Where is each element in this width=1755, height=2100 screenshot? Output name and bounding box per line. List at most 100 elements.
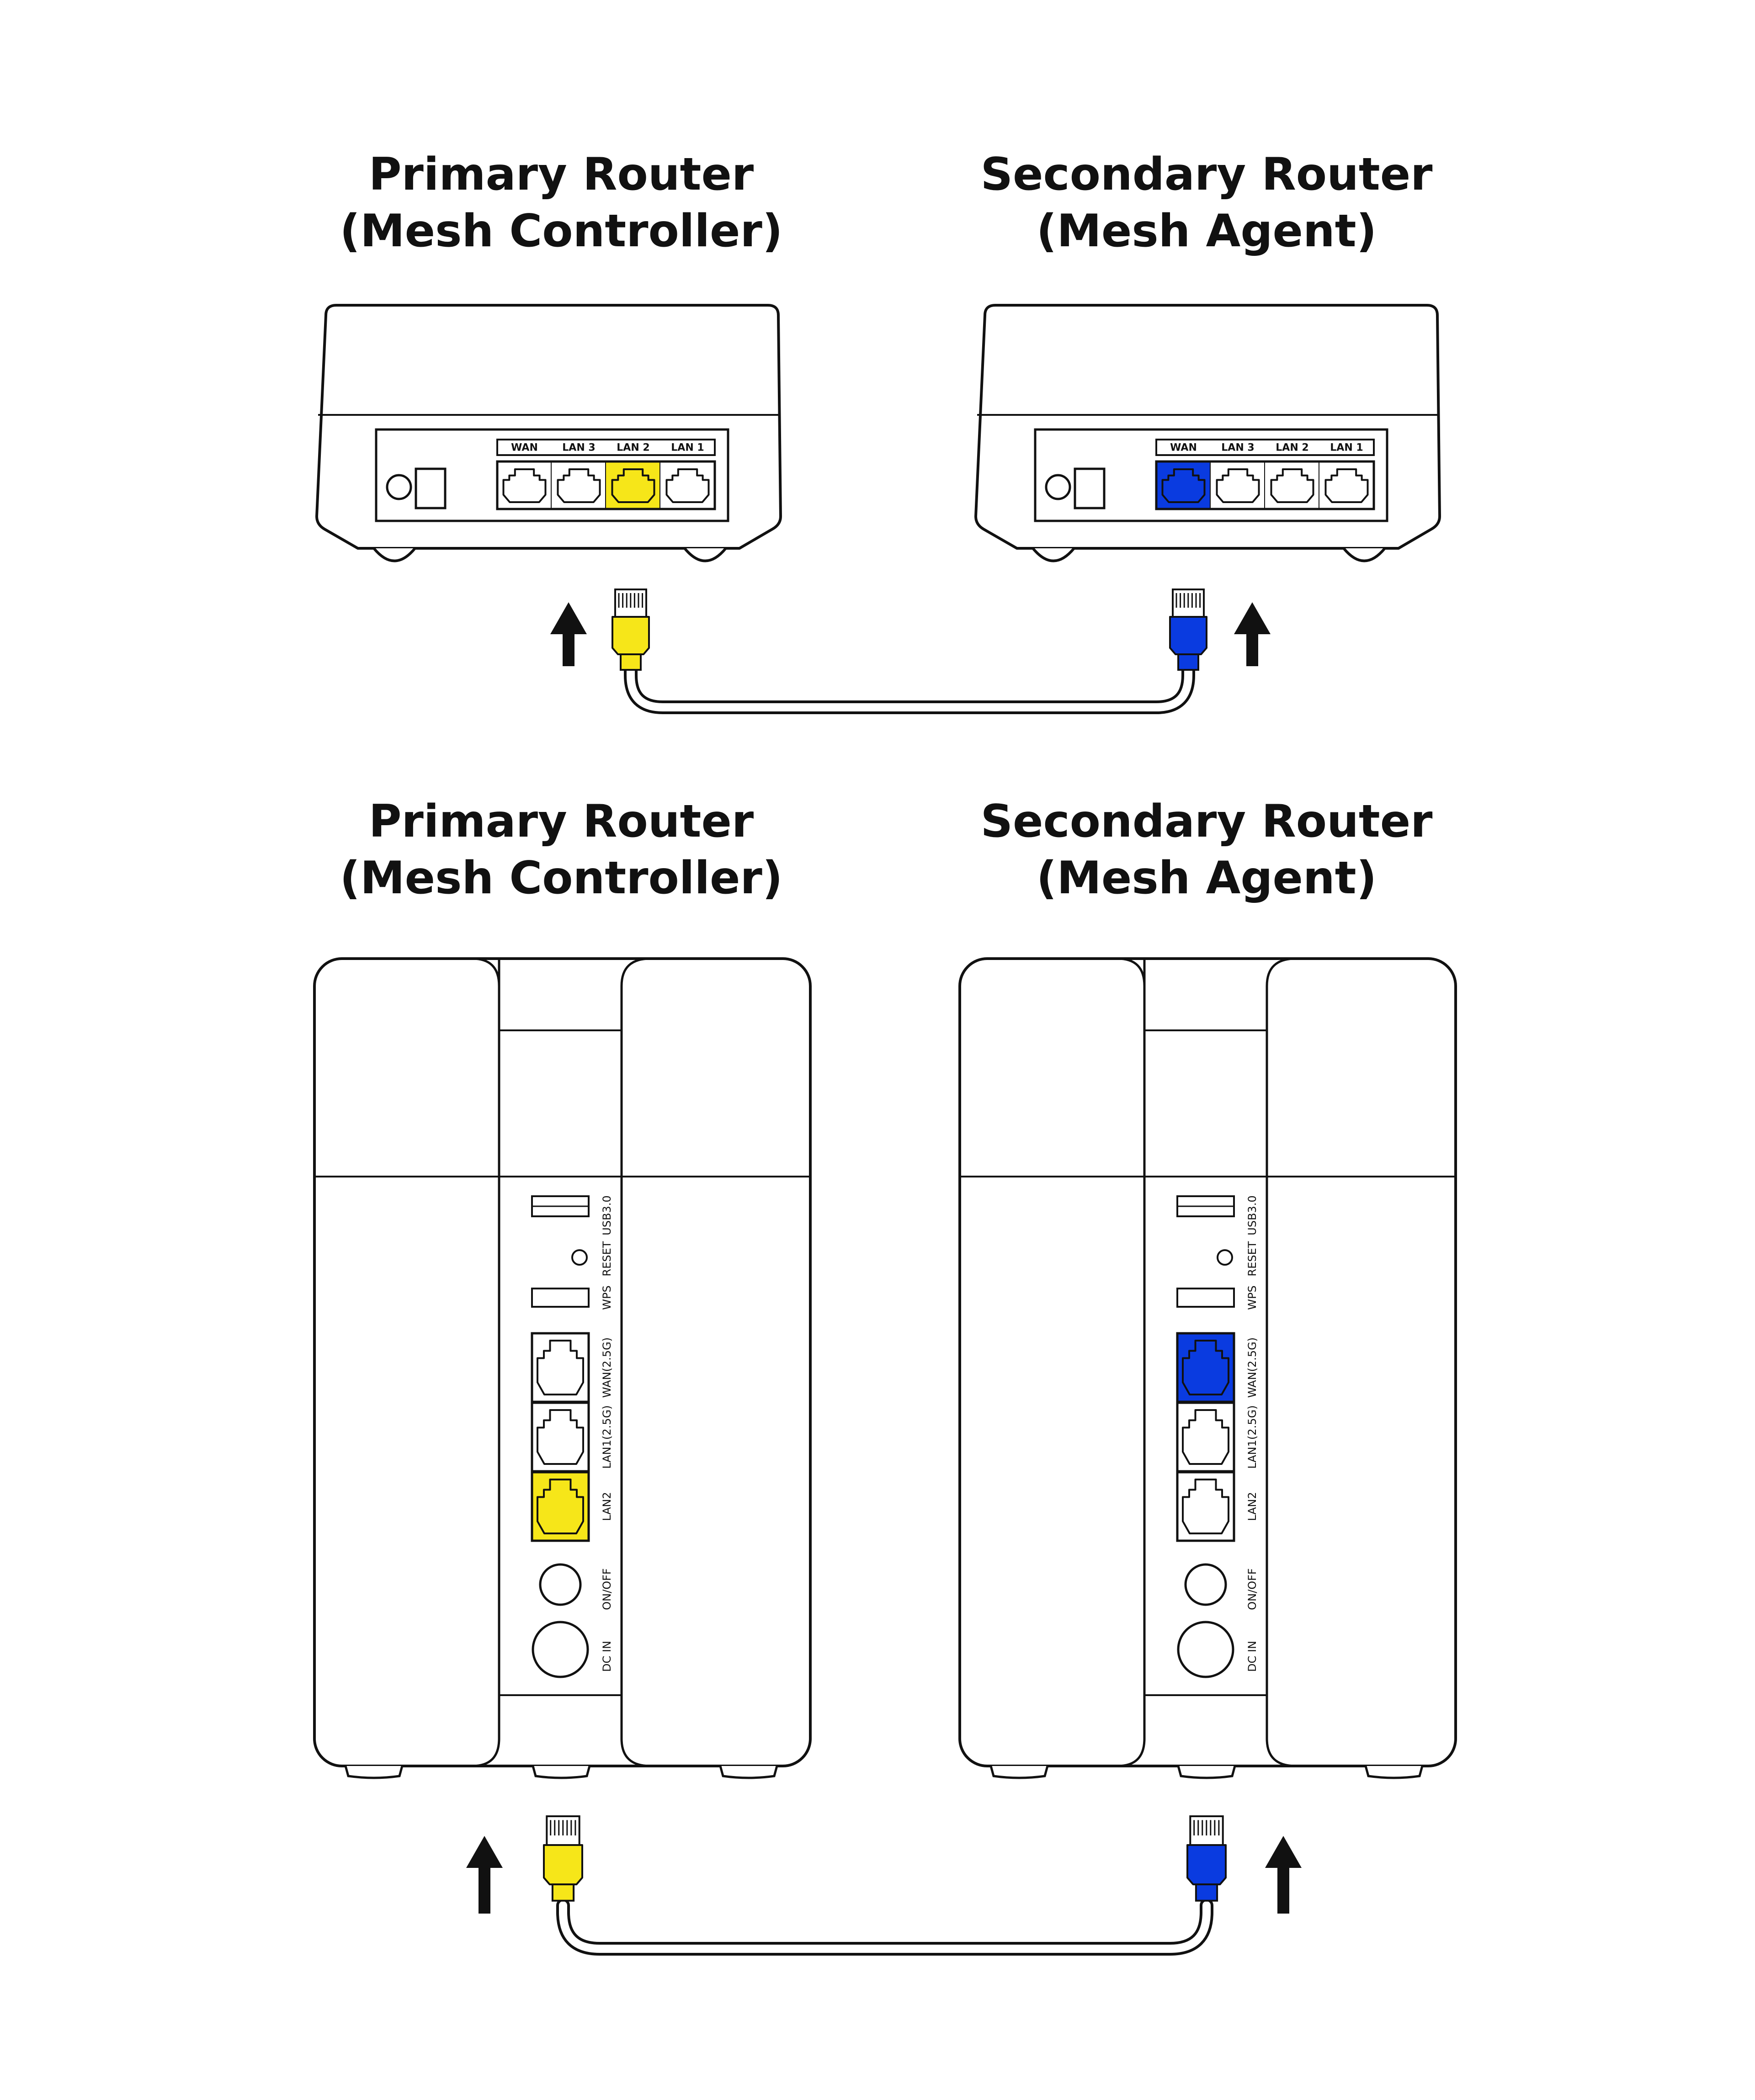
port-label: WAN(2.5G) [1246, 1337, 1259, 1398]
bottom-connection [466, 1815, 1302, 1956]
arrow-shape [1265, 1836, 1302, 1914]
port-outline [665, 468, 710, 503]
port-label: DC IN [601, 1641, 613, 1672]
title-line: (Mesh Agent) [1036, 852, 1377, 904]
port-label: ON/OFF [1246, 1568, 1259, 1610]
ethernet-port-icon [537, 1409, 584, 1465]
port-label: WPS [1246, 1285, 1259, 1310]
title-line: Secondary Router [980, 795, 1433, 848]
port-label-strip [1155, 439, 1375, 456]
power-button-icon [1184, 1563, 1227, 1606]
cable-outline [556, 1898, 1213, 1956]
ethernet-port-icon [537, 1479, 584, 1534]
title-line: (Mesh Controller) [340, 205, 783, 257]
port-outline [1182, 1340, 1229, 1395]
ethernet-port-icon [1182, 1479, 1229, 1534]
port-outline [611, 468, 655, 503]
port-outline [1216, 468, 1260, 503]
port-label: WPS [601, 1285, 613, 1310]
ethernet-plug-icon [1186, 1815, 1227, 1902]
port-outline [537, 1340, 584, 1395]
ethernet-port-icon [611, 468, 655, 503]
port-label: LAN2 [1246, 1492, 1259, 1521]
up-arrow-icon [1234, 602, 1271, 666]
port-label-strip [496, 439, 716, 456]
top-secondary-title: Secondary Router (Mesh Agent) [887, 146, 1526, 260]
up-arrow-icon [1265, 1836, 1302, 1914]
ethernet-plug-icon [1169, 589, 1207, 671]
port-label: LAN1(2.5G) [1246, 1405, 1259, 1469]
ethernet-plug-icon [543, 1815, 583, 1902]
router-foot [1032, 547, 1075, 562]
tower-foot [1364, 1766, 1424, 1779]
ethernet-port-icon [1324, 468, 1369, 503]
power-switch [1074, 467, 1106, 509]
ethernet-port-icon [502, 468, 547, 503]
port-label: WAN(2.5G) [601, 1337, 613, 1398]
port-label: RESET [601, 1241, 613, 1276]
port-outline [1270, 468, 1314, 503]
top-connection [550, 589, 1271, 714]
plug-boot [551, 1883, 575, 1902]
side-panel-curve [1266, 1738, 1296, 1767]
ethernet-cable [556, 1898, 1213, 1956]
arrow-shape [466, 1836, 503, 1914]
port-label: RESET [1246, 1241, 1259, 1276]
power-button-icon [539, 1563, 582, 1606]
arrow-shape [1234, 602, 1271, 666]
title-line: Primary Router [368, 148, 754, 201]
port-label: LAN 3 [1221, 442, 1254, 454]
side-panel-curve [1117, 957, 1146, 986]
wps-button [531, 1288, 590, 1308]
router-foot [683, 547, 727, 562]
cable-fill [559, 1901, 1211, 1953]
power-jack-icon [1045, 474, 1071, 500]
side-panel-curve [472, 1738, 500, 1767]
side-panel-curve [620, 957, 651, 986]
tower-foot [344, 1766, 404, 1779]
ethernet-cable [624, 660, 1195, 714]
port-label: LAN 2 [1276, 442, 1308, 454]
ethernet-port-icon [665, 468, 710, 503]
plug-body [612, 616, 650, 655]
router-foot [1342, 547, 1386, 562]
title-line: Primary Router [368, 795, 754, 848]
port-label: LAN 2 [617, 442, 649, 454]
port-outline [537, 1409, 584, 1465]
side-panel-curve [472, 957, 500, 986]
port-label: LAN1(2.5G) [601, 1405, 613, 1469]
tower-foot [1177, 1766, 1236, 1779]
port-label: WAN [511, 442, 538, 454]
side-panel-curve [1117, 1738, 1146, 1767]
power-switch [415, 467, 447, 509]
port-label: USB3.0 [1246, 1195, 1259, 1235]
plug-body [543, 1844, 583, 1886]
port-label: LAN2 [601, 1492, 613, 1521]
port-label: DC IN [1246, 1641, 1259, 1672]
title-line: Secondary Router [980, 148, 1433, 201]
port-label: LAN 3 [562, 442, 595, 454]
ethernet-plug-icon [612, 589, 650, 671]
wps-button [1176, 1288, 1235, 1308]
bottom-primary-title: Primary Router (Mesh Controller) [241, 793, 881, 907]
cable-fill [627, 663, 1192, 711]
port-block-border [1155, 460, 1375, 510]
ethernet-port-icon [1216, 468, 1260, 503]
reset-button-icon [1217, 1249, 1233, 1266]
ethernet-port-icon [1182, 1409, 1229, 1465]
side-panel-curve [1266, 957, 1296, 986]
port-outline [1182, 1479, 1229, 1534]
tower-foot [989, 1766, 1049, 1779]
plug-body [1169, 616, 1207, 655]
top-primary-title: Primary Router (Mesh Controller) [241, 146, 881, 260]
arrow-shape [550, 602, 587, 666]
port-outline [502, 468, 547, 503]
up-arrow-icon [550, 602, 587, 666]
port-outline [557, 468, 601, 503]
title-line: (Mesh Controller) [340, 852, 783, 904]
